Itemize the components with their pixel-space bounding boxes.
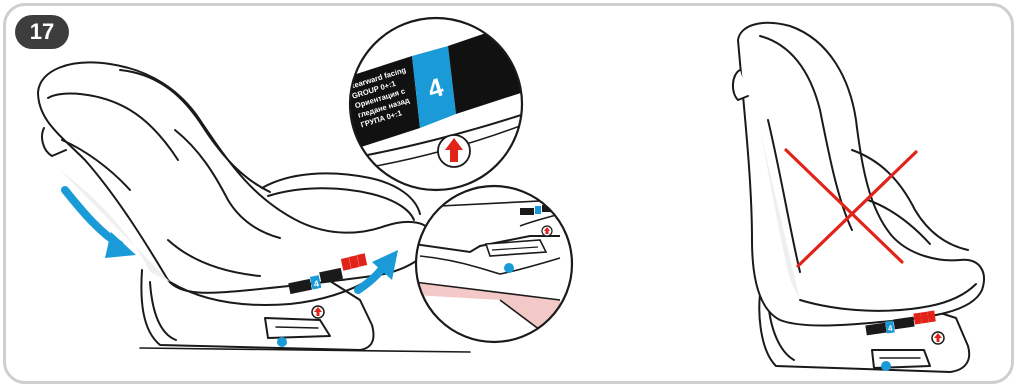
right-base-handle [872,350,930,368]
label-zoom-circle: 4 Rearward facing GROUP 0+:1 Ориентация … [340,18,530,190]
right-seat-shell [738,23,984,326]
right-blue-dot [881,361,891,371]
base-zoom-circle [414,186,572,345]
right-car-seat [733,23,984,372]
left-blue-dot [277,337,287,347]
